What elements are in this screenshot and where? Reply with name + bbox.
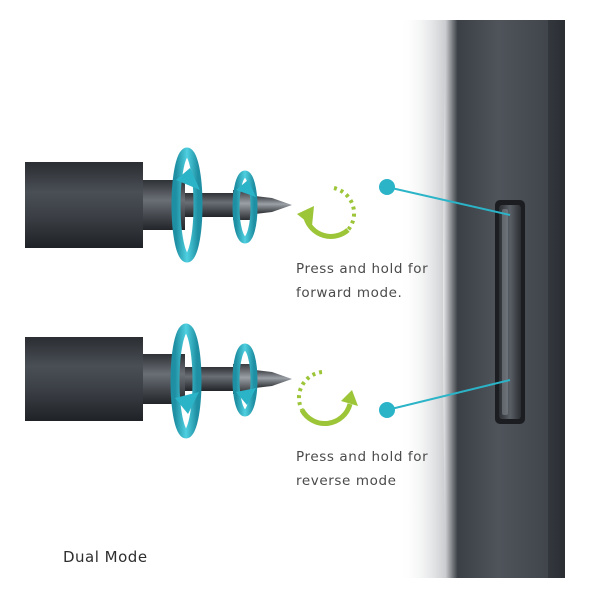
- rotate-arrow-icon: [171, 147, 203, 263]
- reverse-caption-line-2: reverse mode: [296, 473, 397, 489]
- screwdriver-forward: [25, 162, 292, 248]
- reverse-caption-line-1: Press and hold for: [296, 449, 429, 465]
- rotate-arrow-icon: [170, 323, 202, 439]
- reverse-mode-caption: Press and hold for reverse mode: [296, 445, 428, 493]
- forward-caption-line-1: Press and hold for: [296, 261, 429, 277]
- rotate-arrow-icon: [232, 170, 258, 244]
- direction-button[interactable]: [495, 200, 525, 424]
- callout-forward: [379, 179, 511, 216]
- forward-mode-caption: Press and hold for forward mode.: [296, 257, 428, 305]
- green-rotation-arrow-icon: [297, 186, 356, 239]
- rotate-arrow-icon: [232, 343, 258, 417]
- forward-caption-line-2: forward mode.: [296, 285, 403, 301]
- page-title: Dual Mode: [63, 548, 148, 566]
- callout-reverse: [379, 379, 511, 418]
- green-rotation-arrow-icon: [296, 370, 358, 427]
